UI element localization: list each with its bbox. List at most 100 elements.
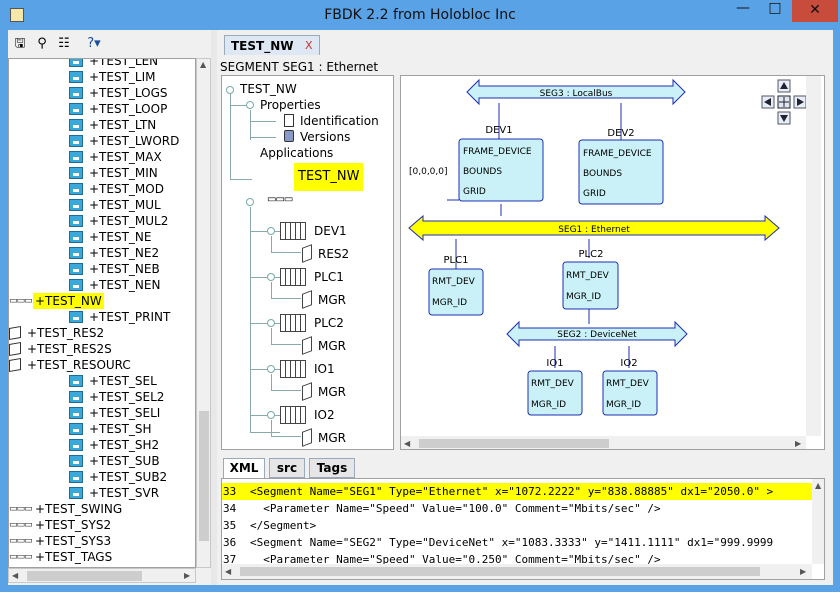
library-item-label: +TEST_PRINT bbox=[89, 310, 171, 324]
xml-line[interactable]: 36<Segment Name="SEG2" Type="DeviceNet" … bbox=[222, 534, 812, 551]
scroll-right-arrow-icon[interactable]: ▶ bbox=[184, 571, 191, 580]
device-dev1[interactable]: FRAME_DEVICE BOUNDS GRID bbox=[458, 138, 544, 202]
xml-line[interactable]: 34 <Parameter Name="Speed" Value="100.0"… bbox=[222, 500, 812, 517]
tree-versions[interactable]: Versions bbox=[300, 130, 351, 144]
scroll-left-arrow-icon[interactable]: ◀ bbox=[225, 567, 232, 576]
tab-xml[interactable]: XML bbox=[223, 458, 265, 478]
tree-properties[interactable]: Properties bbox=[260, 98, 321, 112]
tree-mgr-plc2[interactable]: MGR bbox=[318, 339, 346, 353]
xml-horizontal-scrollbar[interactable]: ◀ ▶ bbox=[222, 564, 812, 579]
app-icon[interactable] bbox=[10, 8, 24, 22]
scroll-up-arrow-icon[interactable]: ▲ bbox=[815, 481, 822, 490]
tree-node-handle-icon[interactable] bbox=[226, 86, 234, 94]
tree-plc1[interactable]: PLC1 bbox=[314, 270, 344, 284]
diagram-vertical-scrollbar[interactable] bbox=[806, 76, 821, 436]
xml-line[interactable]: 35</Segment> bbox=[222, 517, 812, 534]
scroll-left-arrow-icon[interactable]: ◀ bbox=[404, 439, 411, 448]
library-item-label: +TEST_SH2 bbox=[89, 438, 160, 452]
tree-app-test-nw[interactable]: TEST_NW bbox=[294, 163, 364, 191]
tab-src[interactable]: src bbox=[269, 458, 305, 478]
tab-tags[interactable]: Tags bbox=[309, 458, 355, 478]
diagram-horizontal-scrollbar[interactable]: ◀ ▶ bbox=[401, 436, 806, 449]
xml-source-view[interactable]: 33<Segment Name="SEG1" Type="Ethernet" x… bbox=[221, 478, 825, 580]
xml-line[interactable]: 33<Segment Name="SEG1" Type="Ethernet" x… bbox=[222, 483, 812, 500]
close-tab-icon[interactable]: X bbox=[305, 39, 313, 52]
tree-plc2[interactable]: PLC2 bbox=[314, 316, 344, 330]
tab-test-nw[interactable]: TEST_NW X bbox=[224, 35, 320, 55]
library-item-label: +TEST_NEN bbox=[89, 278, 161, 292]
scroll-up-arrow-icon[interactable]: ▲ bbox=[200, 60, 207, 69]
maximize-button[interactable]: □ bbox=[768, 0, 782, 16]
system-icon: ▭▭▭ bbox=[9, 536, 33, 546]
tree-mgr-plc1[interactable]: MGR bbox=[318, 293, 346, 307]
tree-node-handle-icon[interactable] bbox=[267, 227, 275, 235]
scroll-thumb[interactable] bbox=[240, 567, 760, 576]
network-diagram[interactable]: SEG3 : LocalBus DEV1 FRAME_DEVICE BOUNDS… bbox=[400, 75, 825, 450]
tree-node-handle-icon[interactable] bbox=[267, 365, 275, 373]
line-number: 37 bbox=[223, 553, 237, 566]
segment-seg1-label: SEG1 : Ethernet bbox=[558, 225, 630, 235]
tree-node-handle-icon[interactable] bbox=[246, 198, 254, 206]
io2-param: MGR_ID bbox=[606, 400, 641, 410]
pane-splitter[interactable] bbox=[211, 30, 217, 585]
dev2-param: BOUNDS bbox=[583, 169, 622, 179]
io1-param: RMT_DEV bbox=[531, 379, 575, 389]
device-plc1[interactable]: RMT_DEV MGR_ID bbox=[428, 268, 484, 316]
tree-io1[interactable]: IO1 bbox=[314, 362, 335, 376]
diagram-canvas[interactable]: SEG3 : LocalBus DEV1 FRAME_DEVICE BOUNDS… bbox=[401, 76, 806, 436]
library-item-label: +TEST_SYS2 bbox=[35, 518, 112, 532]
close-window-button[interactable]: ✕ bbox=[792, 0, 838, 22]
library-list[interactable]: +TEST_LEN+TEST_LIM+TEST_LOGS+TEST_LOOP+T… bbox=[8, 58, 196, 568]
function-block-icon bbox=[69, 407, 83, 419]
bottom-tabs: XML src Tags bbox=[221, 458, 825, 478]
device-io1[interactable]: RMT_DEV MGR_ID bbox=[527, 370, 583, 416]
tree-io2[interactable]: IO2 bbox=[314, 408, 335, 422]
scroll-thumb[interactable] bbox=[419, 439, 609, 448]
pan-navigator-icon[interactable] bbox=[761, 79, 806, 125]
tree-node-handle-icon[interactable] bbox=[246, 101, 254, 109]
device-io2[interactable]: RMT_DEV MGR_ID bbox=[602, 370, 658, 416]
device-plc2[interactable]: RMT_DEV MGR_ID bbox=[562, 261, 619, 310]
xml-line[interactable]: 37 <Parameter Name="Speed" Value="0.250"… bbox=[222, 551, 812, 568]
scroll-thumb[interactable] bbox=[27, 571, 142, 581]
tree-root[interactable]: TEST_NW bbox=[240, 82, 297, 96]
tree-applications[interactable]: Applications bbox=[260, 146, 334, 160]
segment-seg1[interactable]: SEG1 : Ethernet bbox=[408, 214, 780, 242]
client-area: 🖫 ⚲ ☷ ?▾ +TEST_LEN+TEST_LIM+TEST_LOGS+TE… bbox=[8, 30, 833, 585]
function-block-icon bbox=[69, 119, 83, 131]
tree-res2[interactable]: RES2 bbox=[318, 247, 350, 261]
list-view-icon[interactable]: ☷ bbox=[58, 36, 70, 51]
resource-icon bbox=[302, 428, 312, 447]
scroll-right-arrow-icon[interactable]: ▶ bbox=[795, 439, 802, 448]
tree-identification[interactable]: Identification bbox=[300, 114, 379, 128]
tree-dev1[interactable]: DEV1 bbox=[314, 224, 347, 238]
library-item-label: +TEST_LTN bbox=[89, 118, 157, 132]
function-block-icon bbox=[69, 231, 83, 243]
device-dev2[interactable]: FRAME_DEVICE BOUNDS GRID bbox=[578, 139, 664, 205]
editor-pane: TEST_NW X SEGMENT SEG1 : Ethernet TEST_N… bbox=[220, 30, 833, 585]
library-item-label: +TEST_LWORD bbox=[89, 134, 180, 148]
tree-node-handle-icon[interactable] bbox=[267, 319, 275, 327]
library-item-label: +TEST_MUL2 bbox=[89, 214, 169, 228]
tree-node-handle-icon[interactable] bbox=[267, 273, 275, 281]
segment-seg2[interactable]: SEG2 : DeviceNet bbox=[506, 320, 688, 348]
xml-vertical-scrollbar[interactable]: ▲ bbox=[812, 479, 824, 564]
segment-seg3[interactable]: SEG3 : LocalBus bbox=[466, 78, 686, 106]
navigator-vertical-scrollbar[interactable]: ▲ bbox=[196, 58, 211, 568]
scroll-left-arrow-icon[interactable]: ◀ bbox=[12, 571, 19, 580]
tree-mgr-io2[interactable]: MGR bbox=[318, 431, 346, 445]
binoculars-icon[interactable]: ⚲ bbox=[37, 36, 47, 51]
help-icon[interactable]: ?▾ bbox=[87, 36, 101, 51]
navigator-horizontal-scrollbar[interactable]: ◀ ▶ bbox=[8, 568, 196, 583]
save-icon[interactable]: 🖫 bbox=[14, 36, 26, 51]
library-item-label: +TEST_LOGS bbox=[89, 86, 168, 100]
minimize-button[interactable]: — bbox=[736, 0, 750, 16]
scroll-thumb[interactable] bbox=[199, 411, 209, 541]
function-block-icon bbox=[69, 199, 83, 211]
system-tree[interactable]: TEST_NW Properties Identification Versio… bbox=[221, 75, 394, 450]
tree-mgr-io1[interactable]: MGR bbox=[318, 385, 346, 399]
tree-node-handle-icon[interactable] bbox=[267, 411, 275, 419]
scroll-right-arrow-icon[interactable]: ▶ bbox=[800, 567, 807, 576]
function-block-icon bbox=[69, 59, 83, 67]
system-icon: ▭▭▭ bbox=[9, 296, 33, 306]
